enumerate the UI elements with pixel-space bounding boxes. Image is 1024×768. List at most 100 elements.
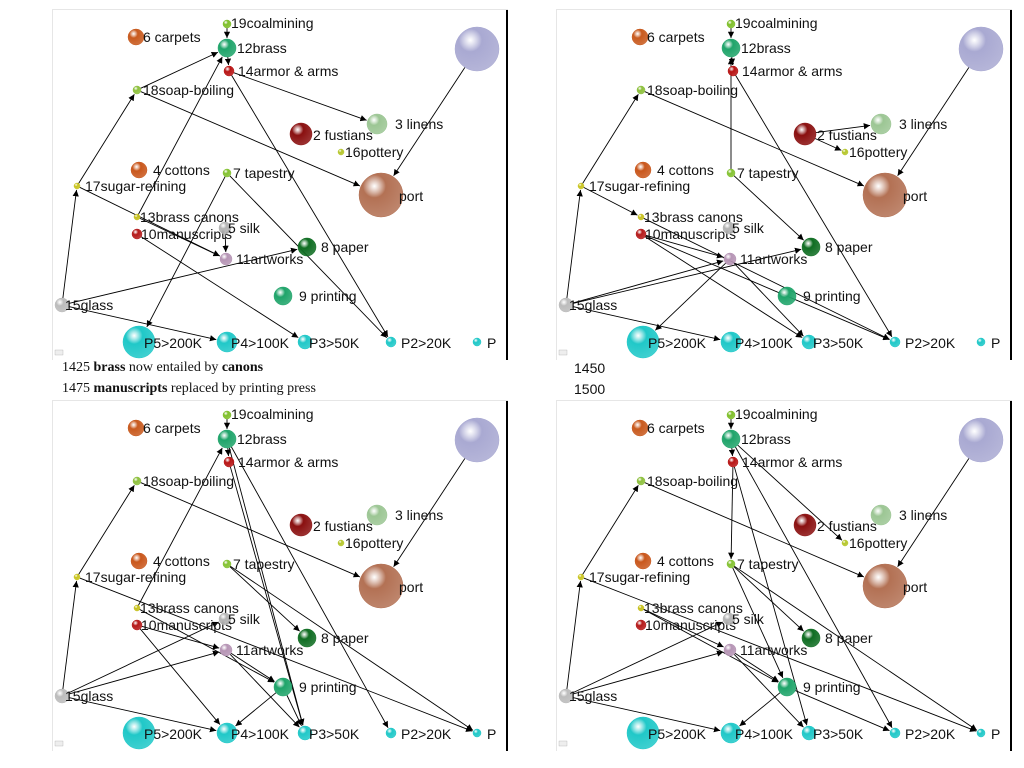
node-13: 13brass canons — [133, 600, 239, 616]
node-p: P — [976, 335, 1000, 351]
node-6: 6 carpets — [127, 28, 201, 46]
edge-12-to-14 — [728, 56, 736, 66]
node-sphere — [636, 85, 646, 95]
node-sphere — [54, 688, 70, 704]
node-sphere — [127, 28, 145, 46]
node-13: 13brass canons — [637, 600, 743, 616]
edge-1-to-port — [897, 67, 970, 177]
edge-9-to-p3 — [286, 694, 302, 726]
edge-15-to-11 — [68, 650, 220, 695]
node-sphere — [73, 182, 81, 190]
node-sphere — [130, 161, 148, 179]
node-p3: P3>50K — [801, 334, 864, 351]
edge-15-to-17 — [62, 189, 79, 299]
node-sphere — [223, 456, 235, 468]
node-label: P — [487, 335, 496, 351]
edge-14-to-p2 — [231, 75, 389, 338]
caption-1425: 1425 brass now entailed by canons — [62, 360, 263, 376]
node-3: 3 linens — [366, 504, 443, 526]
node-sphere — [723, 252, 737, 266]
node-sphere — [223, 65, 235, 77]
edge-7-to-8 — [733, 175, 804, 241]
node-label: 15glass — [569, 688, 617, 704]
edge-7-to-8 — [229, 566, 300, 632]
node-label: P4>100K — [231, 726, 290, 742]
node-port: port — [862, 563, 927, 609]
node-sphere — [219, 252, 233, 266]
node-sphere — [222, 559, 232, 569]
edge-15-to-p4 — [572, 306, 721, 342]
node-sphere — [958, 417, 1004, 463]
caption-1475: 1475 manuscripts replaced by printing pr… — [62, 381, 316, 397]
node-sphere — [385, 336, 397, 348]
node-9: 9 printing — [273, 677, 357, 697]
node-12: 12brass — [721, 429, 791, 449]
node-label: 6 carpets — [647, 420, 705, 436]
node-sphere — [801, 628, 821, 648]
node-sphere — [337, 539, 345, 547]
node-sphere — [366, 113, 388, 135]
node-sphere — [577, 182, 585, 190]
node-label: 19coalmining — [735, 15, 818, 31]
node-label: 8 paper — [825, 630, 873, 646]
node-sphere — [222, 168, 232, 178]
node-sphere — [132, 85, 142, 95]
node-label: P — [991, 726, 1000, 742]
edge-18-to-port — [140, 482, 361, 578]
node-sphere — [634, 552, 652, 570]
edges-group — [566, 28, 970, 342]
edge-15-to-p4 — [572, 697, 721, 733]
edge-11-to-p5 — [654, 262, 726, 331]
node-sphere — [297, 237, 317, 257]
node-label: 3 linens — [899, 116, 947, 132]
node-label: 4 cottons — [657, 553, 714, 569]
node-1 — [958, 26, 1004, 72]
node-sphere — [976, 337, 986, 347]
node-14: 14armor & arms — [727, 63, 842, 79]
node-3: 3 linens — [870, 113, 947, 135]
node-label: 12brass — [237, 40, 287, 56]
node-sphere — [862, 563, 908, 609]
node-sphere — [216, 331, 238, 353]
edge-13-to-11 — [643, 608, 724, 648]
node-label: 11artworks — [236, 251, 303, 267]
node-label: 9 printing — [803, 288, 861, 304]
node-label: P3>50K — [309, 335, 360, 351]
edge-11-to-p3 — [733, 654, 804, 728]
node-sphere — [721, 38, 741, 58]
node-label: P5>200K — [648, 335, 707, 351]
caption-keyword: manuscripts — [93, 381, 168, 396]
panel-border — [1010, 401, 1012, 751]
node-12: 12brass — [217, 38, 287, 58]
node-label: port — [399, 188, 423, 204]
logo-box — [558, 349, 568, 356]
node-sphere — [297, 334, 313, 350]
node-label: P — [487, 726, 496, 742]
edge-14-to-p2 — [735, 75, 893, 338]
node-sphere — [720, 722, 742, 744]
node-5: 5 silk — [218, 611, 261, 627]
edge-9-to-p2 — [795, 690, 890, 732]
node-sphere — [219, 643, 233, 657]
edge-7-to-p — [230, 565, 474, 731]
node-label: 5 silk — [732, 220, 765, 236]
node-6: 6 carpets — [631, 419, 705, 437]
node-2: 2 fustians — [289, 513, 373, 537]
node-4: 4 cottons — [130, 161, 210, 179]
node-label: 18soap-boiling — [143, 82, 234, 98]
node-label: 3 linens — [395, 116, 443, 132]
node-15: 15glass — [54, 297, 113, 313]
node-p5: P5>200K — [122, 325, 203, 359]
node-p: P — [472, 726, 496, 742]
node-14: 14armor & arms — [727, 454, 842, 470]
node-label: 15glass — [65, 297, 113, 313]
edge-15-to-8 — [572, 247, 802, 304]
node-label: P5>200K — [648, 726, 707, 742]
caption-text: now entailed by — [125, 360, 222, 375]
logo-mark — [54, 349, 64, 356]
